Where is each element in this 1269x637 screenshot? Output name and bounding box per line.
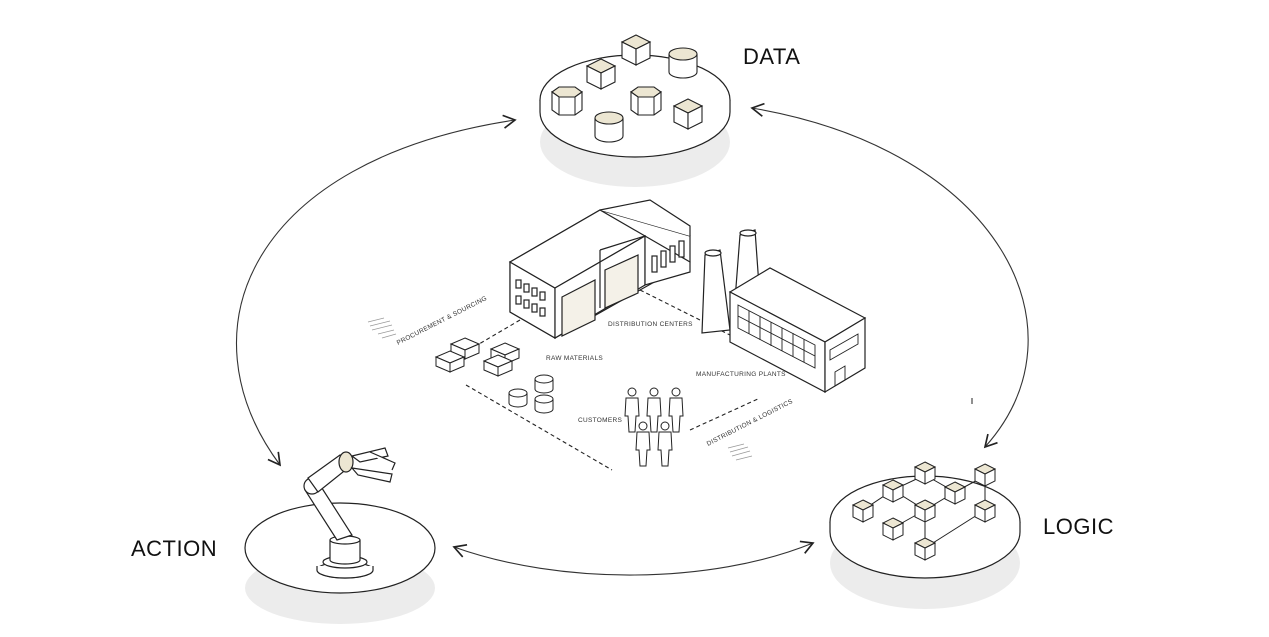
cylinder-icon: [668, 47, 698, 79]
manufacturing-plant-building: [701, 229, 867, 394]
action-label: ACTION: [131, 536, 218, 561]
customers-group: [624, 387, 684, 467]
arrow-action-data: [235, 114, 517, 467]
cube-icon: [914, 537, 936, 561]
hexagon-prism-icon: [630, 86, 662, 116]
cube-icon: [586, 58, 616, 90]
drum-icon: [534, 374, 554, 394]
person-icon: [668, 387, 684, 433]
raw-materials-label: RAW MATERIALS: [546, 355, 603, 362]
cube-icon: [974, 499, 996, 523]
cube-icon: [944, 481, 966, 505]
person-icon: [624, 387, 640, 433]
arrow-action-logic: [452, 540, 815, 576]
arrow-data-logic: [750, 102, 1029, 449]
raw-materials-stack: [435, 337, 554, 414]
robot-arm-icon: [303, 447, 396, 579]
cube-icon: [914, 461, 936, 485]
manufacturing-plants-label: MANUFACTURING PLANTS: [696, 371, 786, 378]
supply-chain-map: DISTRIBUTION CENTERS RAW MATERIALS MANUF…: [367, 199, 973, 471]
logistics-label: DISTRIBUTION & LOGISTICS: [706, 398, 795, 448]
hatch-marks: [367, 317, 753, 461]
action-node: [244, 447, 436, 624]
drum-icon: [508, 388, 528, 408]
person-icon: [646, 387, 662, 433]
cube-icon: [914, 499, 936, 523]
hexagon-prism-icon: [551, 86, 583, 116]
data-node: [539, 34, 731, 187]
person-icon: [657, 421, 673, 467]
cube-icon: [852, 499, 874, 523]
cube-icon: [882, 479, 904, 503]
distribution-center-building: [508, 199, 691, 340]
drum-icon: [534, 394, 554, 414]
person-icon: [635, 421, 651, 467]
procurement-label: PROCUREMENT & SOURCING: [396, 295, 489, 347]
cube-icon: [882, 517, 904, 541]
cycle-arrows: [235, 102, 1029, 576]
customers-label: CUSTOMERS: [578, 417, 622, 424]
distribution-centers-label: DISTRIBUTION CENTERS: [608, 321, 693, 328]
cube-icon: [621, 34, 651, 66]
logic-label: LOGIC: [1043, 514, 1114, 539]
cube-icon: [673, 98, 703, 130]
logic-node: [829, 461, 1021, 609]
cylinder-icon: [594, 111, 624, 143]
data-label: DATA: [743, 44, 801, 69]
cube-icon: [974, 463, 996, 487]
